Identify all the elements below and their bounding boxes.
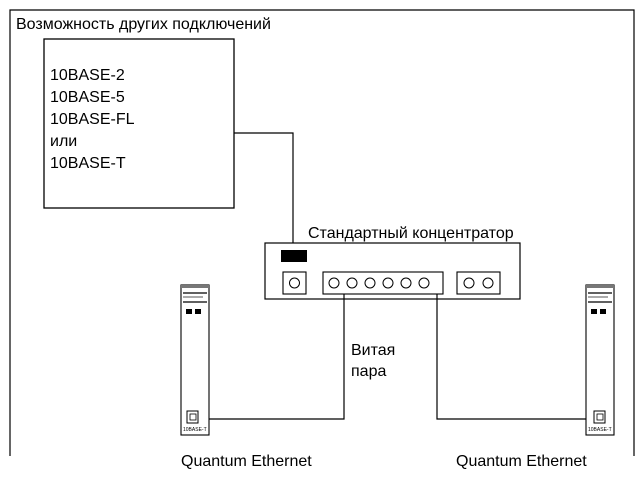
hub-port-group (282, 271, 307, 295)
hub-port (382, 277, 394, 289)
twisted-pair-cable-left (209, 294, 345, 420)
module-name-left: Quantum Ethernet (181, 453, 312, 470)
twisted-pair-label: пара (351, 363, 386, 380)
rj45-port-icon (186, 410, 199, 424)
hub-port-group (322, 271, 444, 295)
hub-port (346, 277, 358, 289)
twisted-pair-cable-right (436, 294, 590, 420)
uplink-cable (234, 132, 294, 243)
hub-label: Стандартный концентратор (308, 225, 514, 242)
hub-port (289, 277, 300, 289)
other-connections-title: Возможность других подключений (16, 16, 271, 33)
connection-type: 10BASE-FL (50, 111, 135, 128)
hub-port (328, 277, 340, 289)
hub-port-group (456, 271, 501, 295)
port-label: 10BASE-T (588, 427, 612, 433)
connection-type: 10BASE-2 (50, 67, 125, 84)
status-led (186, 309, 192, 314)
hub-port (482, 277, 494, 289)
rj45-port-inner (189, 413, 197, 421)
hub-port (364, 277, 376, 289)
connection-type: 10BASE-T (50, 155, 126, 172)
module-name-right: Quantum Ethernet (456, 453, 587, 470)
hub-port (463, 277, 475, 289)
hub-port (400, 277, 412, 289)
diagram-frame (9, 9, 635, 456)
hub-body (264, 242, 521, 300)
twisted-pair-label: Витая (351, 342, 395, 359)
status-led (600, 309, 606, 314)
module-top-trim (586, 285, 614, 288)
quantum-ethernet-module-left: 10BASE-T (180, 284, 210, 436)
other-connections-box (43, 38, 235, 209)
quantum-ethernet-module-right: 10BASE-T (585, 284, 615, 436)
rj45-port-inner (596, 413, 604, 421)
status-led (591, 309, 597, 314)
module-body (585, 284, 615, 436)
rj45-port-icon (593, 410, 606, 424)
module-top-trim (181, 285, 209, 288)
hub-indicator (281, 250, 307, 262)
port-label: 10BASE-T (183, 427, 207, 433)
connection-type-or: или (50, 133, 77, 150)
connection-type: 10BASE-5 (50, 89, 125, 106)
hub-port (418, 277, 430, 289)
standard-hub (264, 242, 521, 300)
status-led (195, 309, 201, 314)
